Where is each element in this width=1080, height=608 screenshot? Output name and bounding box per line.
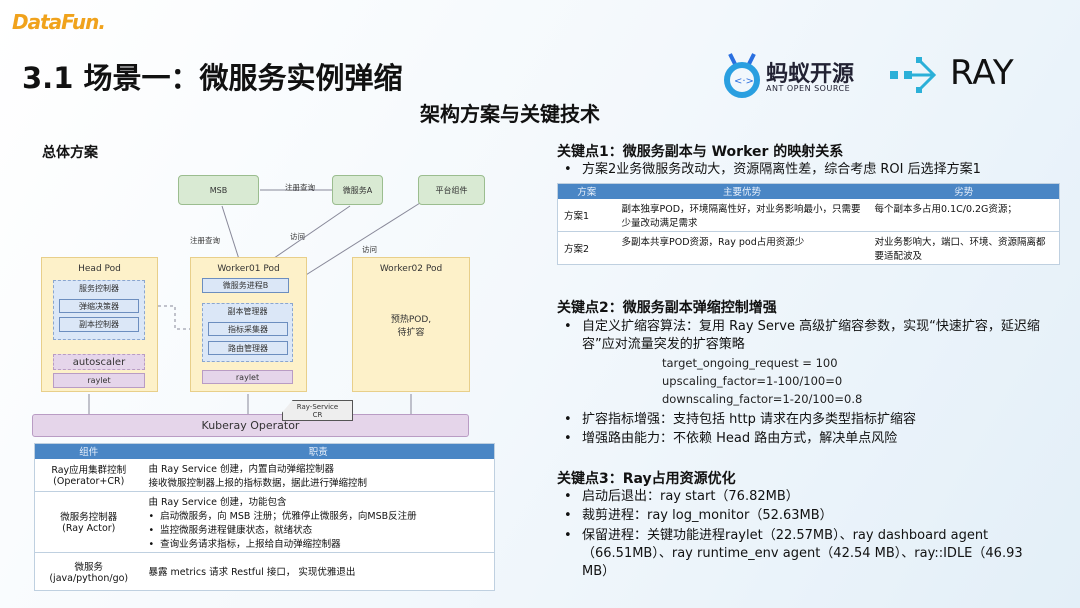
platform-box: 平台组件 (418, 175, 485, 205)
metrics-collector: 指标采集器 (208, 322, 288, 336)
svg-text:<·>: <·> (734, 76, 754, 87)
col-header: 职责 (142, 443, 495, 459)
service-a-box: 微服务A (332, 175, 383, 205)
label-visit: 访问 (290, 232, 305, 241)
ray-logo-icon (890, 57, 937, 93)
overall-plan-heading: 总体方案 (42, 145, 98, 161)
arrow-visit-platform (289, 202, 421, 286)
kp3-bullet: 裁剪进程：ray log_monitor（52.63MB） (564, 507, 833, 525)
page-title: 3.1 场景一：微服务实例弹缩 (22, 61, 403, 95)
param: target_ongoing_request = 100 (662, 356, 838, 370)
kp3-bullet: 保留进程：关键功能进程raylet（22.57MB）、ray dashboard… (564, 527, 1042, 581)
label-visit: 访问 (362, 245, 377, 254)
raylet-head: raylet (53, 373, 145, 388)
route-manager: 路由管理器 (208, 341, 288, 355)
kp1-title: 关键点1：微服务副本与 Worker 的映射关系 (557, 144, 844, 160)
kp1-bullet: 方案2业务微服务改动大，资源隔离性差，综合考虑 ROI 后选择方案1 (564, 161, 981, 179)
component-table: 组件职责 Ray应用集群控制 (Operator+CR)由 Ray Servic… (34, 443, 495, 591)
kp2-bullet: 自定义扩缩容算法：复用 Ray Serve 高级扩缩容参数，实现“快速扩容，延迟… (564, 318, 1042, 354)
worker02-pod: Worker02 Pod (352, 257, 470, 392)
param: upscaling_factor=1-100/100=0 (662, 374, 843, 388)
table-row: 微服务控制器 (Ray Actor)由 Ray Service 创建，功能包含 … (34, 491, 495, 553)
kp3-bullet: 启动后退出：ray start（76.82MB） (564, 488, 799, 506)
arrow-operator-to-pods (88, 394, 412, 414)
ray-service-cr: Ray-Service CR (282, 400, 353, 421)
page-subtitle: 架构方案与关键技术 (420, 102, 600, 126)
raylet-worker01: raylet (202, 370, 293, 384)
kp2-bullet: 增强路由能力：不依赖 Head 路由方式，解决单点风险 (564, 430, 897, 448)
ray-logo: RAY (890, 53, 1030, 95)
kp3-title: 关键点3：Ray占用资源优化 (557, 471, 736, 487)
autoscaler: autoscaler (53, 354, 145, 370)
ant-logo-icon: <·> (724, 53, 760, 98)
datafun-logo: DataFun. (12, 10, 106, 34)
label-register-query-top: 注册查询 (285, 183, 315, 192)
scaling-decider: 弹缩决策器 (59, 299, 139, 313)
process-b: 微服务进程B (202, 278, 289, 293)
msb-box: MSB (178, 175, 259, 205)
table-row: Ray应用集群控制 (Operator+CR)由 Ray Service 创建，… (34, 458, 495, 492)
ant-open-source-logo: <·> 蚂蚁开源 ANT OPEN SOURCE (722, 50, 862, 100)
label-register-query: 注册查询 (190, 236, 220, 245)
param: downscaling_factor=1-20/100=0.8 (662, 392, 863, 406)
table-row: 微服务 (java/python/go)暴露 metrics 请求 Restfu… (34, 552, 495, 591)
kp2-title: 关键点2：微服务副本弹缩控制增强 (557, 300, 777, 316)
kuberay-operator: Kuberay Operator (32, 414, 469, 437)
replica-controller: 副本控制器 (59, 317, 139, 332)
col-header: 组件 (34, 443, 143, 459)
kp2-bullet: 扩容指标增强：支持包括 http 请求在内多类型指标扩缩容 (564, 411, 916, 429)
prewarm-pod-text: 预热POD, 待扩容 (390, 315, 432, 338)
